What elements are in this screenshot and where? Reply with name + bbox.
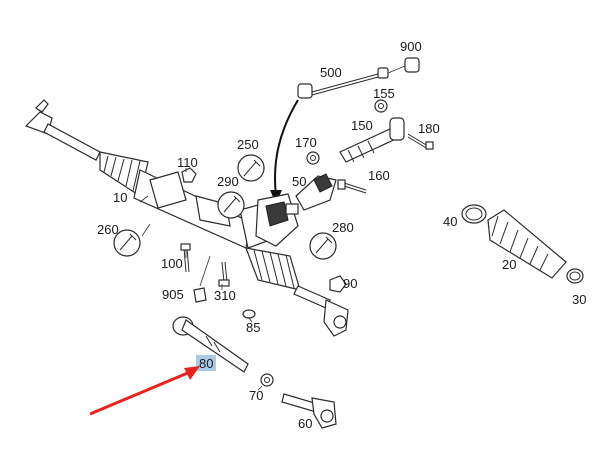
label-160: 160 xyxy=(368,168,390,183)
label-900: 900 xyxy=(400,39,422,54)
nut-170 xyxy=(306,151,320,165)
bolt-180 xyxy=(407,133,434,150)
part-labels: 900 500 155 150 180 250 170 110 10 290 5… xyxy=(97,39,586,431)
wrench-icon-260 xyxy=(113,229,141,257)
highlight-box xyxy=(196,355,216,371)
label-90: 90 xyxy=(343,276,357,291)
leader-lines xyxy=(139,168,263,391)
label-60: 60 xyxy=(298,416,312,431)
label-100: 100 xyxy=(161,256,183,271)
nut-70 xyxy=(260,373,274,387)
label-50: 50 xyxy=(292,174,306,189)
bellow-20 xyxy=(487,209,567,279)
label-260: 260 xyxy=(97,222,119,237)
nut-110 xyxy=(181,167,197,183)
nut-155 xyxy=(374,99,388,113)
label-310: 310 xyxy=(214,288,236,303)
shaft-150 xyxy=(339,117,405,163)
joint-50 xyxy=(295,173,337,211)
label-905: 905 xyxy=(162,287,184,302)
inner-tie-rod-80 xyxy=(172,316,249,373)
label-20: 20 xyxy=(502,257,516,272)
bolt-160 xyxy=(337,179,367,194)
label-30: 30 xyxy=(572,292,586,307)
label-80: 80 xyxy=(199,356,213,371)
wrench-icon-250 xyxy=(237,154,265,182)
label-85: 85 xyxy=(246,320,260,335)
washer-85 xyxy=(242,309,256,319)
label-180: 180 xyxy=(418,121,440,136)
label-40: 40 xyxy=(443,214,457,229)
wrench-icon-290 xyxy=(217,191,245,219)
label-170: 170 xyxy=(295,135,317,150)
bolt-310 xyxy=(218,261,230,287)
label-110: 110 xyxy=(177,155,198,170)
bolt-100 xyxy=(180,243,191,273)
clamp-30 xyxy=(566,268,584,284)
wrench-icon-280 xyxy=(309,232,337,260)
label-10: 10 xyxy=(113,190,127,205)
plug-905 xyxy=(193,287,207,303)
label-280: 280 xyxy=(332,220,354,235)
label-500: 500 xyxy=(320,65,342,80)
red-arrow-icon xyxy=(89,366,200,416)
nut-90 xyxy=(329,275,347,293)
label-155: 155 xyxy=(373,86,395,101)
outer-tie-rod-end-60 xyxy=(281,393,337,429)
assembly-arrow xyxy=(273,99,299,197)
clamp-40 xyxy=(461,204,487,224)
label-290: 290 xyxy=(217,174,239,189)
label-150: 150 xyxy=(351,118,373,133)
steering-rack-10 xyxy=(24,99,349,337)
label-250: 250 xyxy=(237,137,259,152)
steering-shaft-500 xyxy=(297,57,420,99)
label-70: 70 xyxy=(249,388,263,403)
